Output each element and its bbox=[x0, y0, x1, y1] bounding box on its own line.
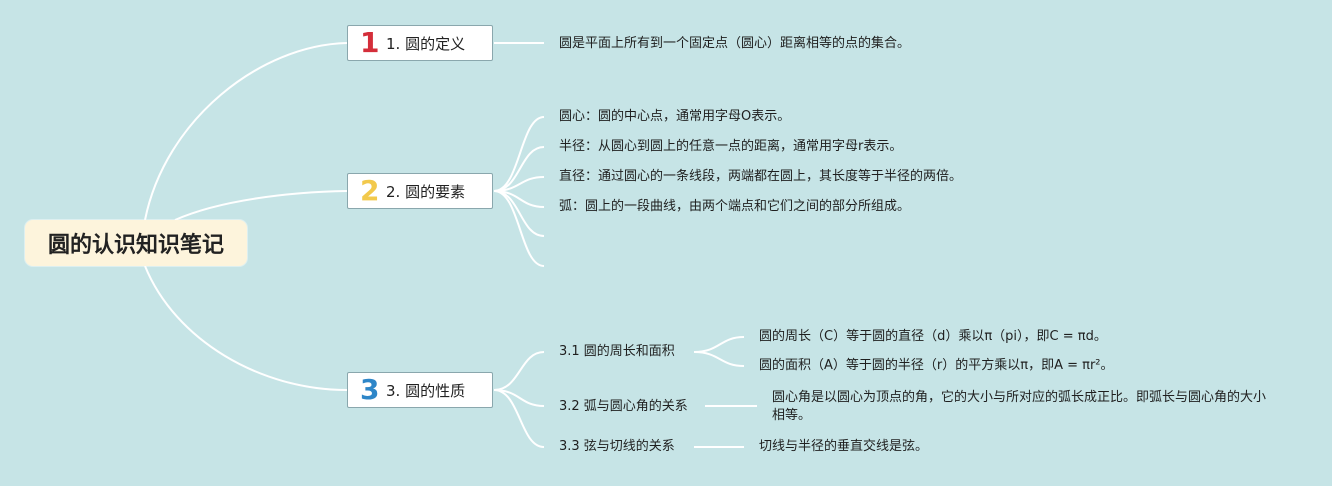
root-title: 圆的认识知识笔记 bbox=[47, 233, 224, 258]
connector-root-to-branch-1 bbox=[144, 42, 348, 221]
detail-diameter: 直径：通过圆心的一条线段，两端都在圆上，其长度等于半径的两倍。 bbox=[559, 169, 963, 184]
connector-branch-3-sub-3 bbox=[493, 389, 545, 448]
connector-branch-3-sub-1 bbox=[493, 351, 545, 391]
branch-label: 3. 圆的性质 bbox=[386, 381, 466, 400]
number-two-icon: 2 bbox=[360, 174, 380, 207]
detail-circumference: 圆的周长（C）等于圆的直径（d）乘以π（pi），即C = πd。 bbox=[759, 329, 1107, 344]
detail-arc: 弧：圆上的一段曲线，由两个端点和它们之间的部分所组成。 bbox=[559, 199, 911, 214]
detail-center: 圆心：圆的中心点，通常用字母O表示。 bbox=[559, 109, 791, 124]
branch-node-properties[interactable]: 3 3. 圆的性质 bbox=[347, 372, 493, 408]
connector-sub-1-detail-1 bbox=[693, 336, 745, 353]
branch-label: 2. 圆的要素 bbox=[386, 182, 466, 201]
detail-definition: 圆是平面上所有到一个固定点（圆心）距离相等的点的集合。 bbox=[559, 36, 911, 51]
detail-area: 圆的面积（A）等于圆的半径（r）的平方乘以π，即A = πr²。 bbox=[759, 358, 1114, 373]
connector-branch-2-empty-2 bbox=[493, 190, 545, 267]
root-node[interactable]: 圆的认识知识笔记 bbox=[25, 220, 247, 266]
detail-radius: 半径：从圆心到圆上的任意一点的距离，通常用字母r表示。 bbox=[559, 139, 903, 154]
branch-node-elements[interactable]: 2 2. 圆的要素 bbox=[347, 173, 493, 209]
branch-node-definition[interactable]: 1 1. 圆的定义 bbox=[347, 25, 493, 61]
subtopic-circumference-area[interactable]: 3.1 圆的周长和面积 bbox=[559, 344, 675, 359]
connector-sub-1-detail-2 bbox=[693, 351, 745, 367]
connector-root-to-branch-2 bbox=[174, 190, 348, 221]
connector-branch-2-detail-1 bbox=[493, 116, 545, 192]
subtopic-arc-central-angle[interactable]: 3.2 弧与圆心角的关系 bbox=[559, 399, 688, 414]
detail-chord-tangent: 切线与半径的垂直交线是弦。 bbox=[759, 439, 929, 454]
subtopic-chord-tangent[interactable]: 3.3 弦与切线的关系 bbox=[559, 439, 675, 454]
number-one-icon: 1 bbox=[360, 26, 380, 59]
number-three-icon: 3 bbox=[360, 373, 380, 406]
branch-label: 1. 圆的定义 bbox=[386, 34, 466, 53]
connector-root-to-branch-3 bbox=[144, 265, 348, 391]
detail-central-angle: 圆心角是以圆心为顶点的角，它的大小与所对应的弧长成正比。即弧长与圆心角的大小相等… bbox=[772, 390, 1267, 423]
